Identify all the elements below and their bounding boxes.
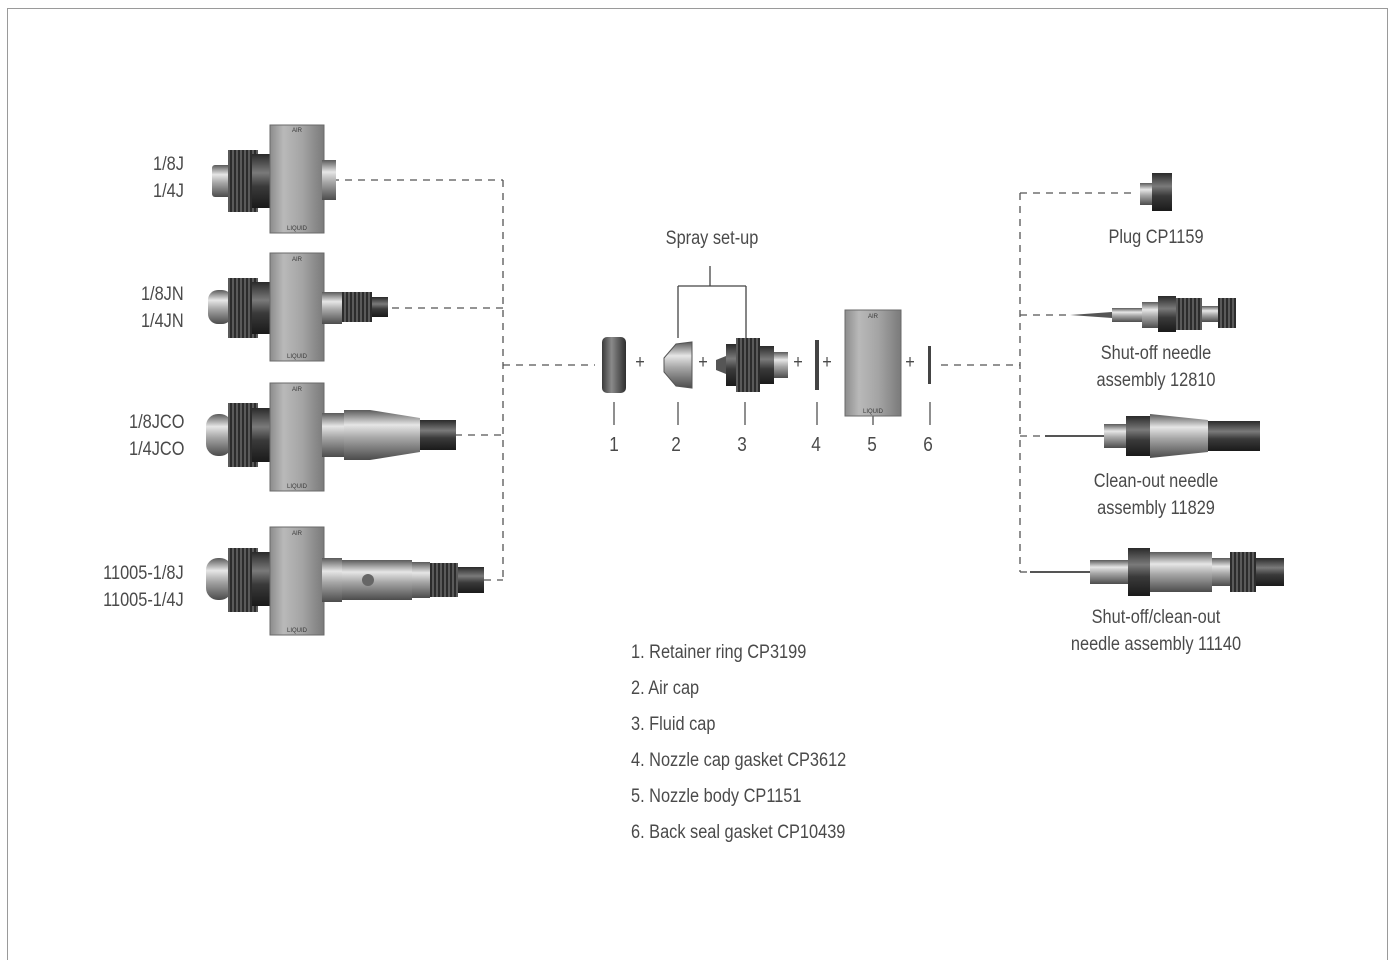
- clean-out-needle-part: [1045, 414, 1260, 458]
- shut-off-needle-part: [1070, 296, 1236, 332]
- spray-setup-label: Spray set-up: [665, 228, 759, 249]
- option-label-shutoff-line-1: Shut-off needle: [1100, 343, 1212, 364]
- variant-label-4-line-2: 11005-1/4J: [103, 590, 184, 611]
- body-liquid-text-5: LIQUID: [863, 409, 884, 415]
- plug-cp1159-part: [1140, 173, 1172, 211]
- shut-off-clean-out-needle-part: [1030, 548, 1284, 596]
- variant-11005-nozzle: [206, 526, 484, 636]
- option-label-combo-line-2: needle assembly 11140: [1070, 634, 1242, 655]
- body-markings: AIR AIR AIR AIR AIR LIQUID LIQUID LIQUID…: [287, 128, 884, 634]
- plus-sign-4: +: [822, 352, 832, 373]
- part-number-2: 2: [671, 434, 681, 456]
- part-number-6: 6: [923, 434, 933, 456]
- legend-item-1: 1. Retainer ring CP3199: [631, 642, 807, 663]
- variant-label-3-line-1: 1/8JCO: [128, 412, 184, 433]
- option-label-shutoff-line-2: assembly 12810: [1096, 370, 1216, 391]
- legend-item-2: 2. Air cap: [631, 678, 700, 699]
- plus-sign-2: +: [698, 352, 708, 373]
- variant-1-8j-nozzle: [212, 124, 336, 234]
- option-label-cleanout-line-1: Clean-out needle: [1093, 471, 1219, 492]
- part-number-5: 5: [867, 434, 877, 456]
- body-liquid-text-1: LIQUID: [287, 226, 308, 232]
- part-5-nozzle-body: [844, 309, 902, 417]
- legend-item-4: 4. Nozzle cap gasket CP3612: [631, 750, 847, 771]
- body-air-text-2: AIR: [292, 257, 303, 263]
- option-label-combo-line-1: Shut-off/clean-out: [1091, 607, 1221, 628]
- variant-label-1-line-2: 1/4J: [153, 181, 184, 202]
- variant-1-8jn-nozzle: [208, 252, 388, 362]
- part-1-retainer-ring: [602, 337, 626, 393]
- plus-sign-1: +: [635, 352, 645, 373]
- variant-label-3-line-2: 1/4JCO: [128, 439, 184, 460]
- body-air-text-4: AIR: [292, 531, 303, 537]
- part-2-air-cap: [663, 341, 693, 389]
- variant-label-2-line-1: 1/8JN: [141, 284, 184, 305]
- plus-sign-5: +: [905, 352, 915, 373]
- legend-item-5: 5. Nozzle body CP1151: [631, 786, 802, 807]
- body-air-text-1: AIR: [292, 128, 303, 134]
- right-connector-lines: [941, 192, 1135, 573]
- legend-item-6: 6. Back seal gasket CP10439: [631, 822, 846, 843]
- option-label-plug: Plug CP1159: [1108, 227, 1204, 248]
- part-number-4: 4: [811, 434, 821, 456]
- body-air-text-5: AIR: [868, 314, 879, 320]
- part-3-fluid-cap: [716, 338, 788, 392]
- part-6-back-seal-gasket: [928, 346, 931, 384]
- body-air-text-3: AIR: [292, 387, 303, 393]
- left-connector-lines: [332, 179, 595, 581]
- part-4-nozzle-cap-gasket: [815, 340, 819, 390]
- plus-sign-3: +: [793, 352, 803, 373]
- body-liquid-text-3: LIQUID: [287, 484, 308, 490]
- variant-1-8jco-nozzle: [206, 382, 456, 492]
- part-number-1: 1: [609, 434, 619, 456]
- diagram-frame: [7, 8, 1388, 960]
- variant-label-1-line-1: 1/8J: [153, 154, 184, 175]
- body-liquid-text-2: LIQUID: [287, 354, 308, 360]
- variant-label-2-line-2: 1/4JN: [141, 311, 184, 332]
- legend-item-3: 3. Fluid cap: [631, 714, 716, 735]
- body-liquid-text-4: LIQUID: [287, 628, 308, 634]
- option-label-cleanout-line-2: assembly 11829: [1097, 498, 1215, 519]
- part-number-3: 3: [737, 434, 747, 456]
- spray-setup-bracket: [677, 266, 747, 338]
- variant-label-4-line-1: 11005-1/8J: [103, 563, 184, 584]
